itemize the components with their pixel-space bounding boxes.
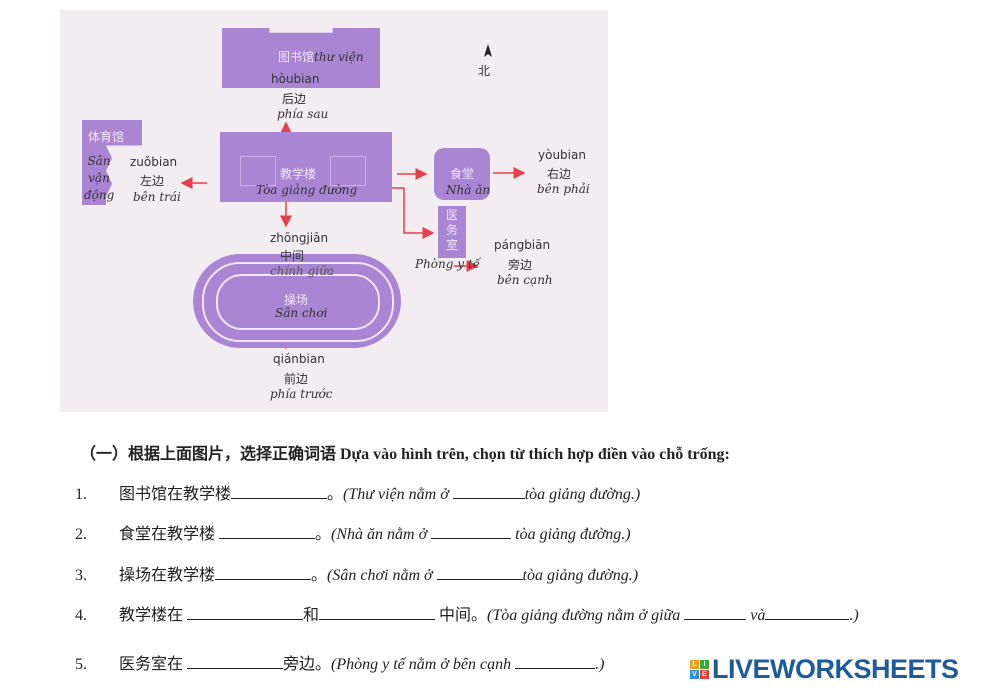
window-left <box>240 156 276 186</box>
question-zh: 医务室在 <box>119 656 188 673</box>
question-1: 1. 图书馆在教学楼 。(Thư viện nằm ở tòa giảng đườn… <box>75 480 640 504</box>
answer-blank-zh[interactable] <box>219 524 316 539</box>
right-pinyin: yòubian <box>538 148 586 162</box>
logo-text: LIVEWORKSHEETS <box>712 654 959 684</box>
question-vi-end: .) <box>849 607 859 624</box>
clinic-zh: 医务室 <box>445 208 458 252</box>
clinic-vi: Phòng y tế <box>415 257 481 271</box>
front-zh: 前边 <box>284 372 309 386</box>
question-vi-end: tòa giảng đường.) <box>524 486 641 503</box>
canteen-building <box>434 148 490 200</box>
back-pinyin: hòubian <box>271 72 320 86</box>
question-zh-mid: 和 <box>303 607 320 624</box>
teaching-vi: Tòa giảng đường <box>256 183 358 197</box>
punct: 。 <box>311 567 328 584</box>
school-map: 图书馆thư viện 北 hòubian 后边 phía sau 体育馆 Sâ… <box>60 10 608 412</box>
teaching-zh: 教学楼 <box>280 167 317 181</box>
answer-blank-vi-1[interactable] <box>684 605 747 620</box>
library-zh: 图书馆 <box>278 50 315 64</box>
question-4: 4.教学楼在 和 中间。(Tòa giảng đường nằm ở giữa … <box>75 601 859 625</box>
beside-vi: bên cạnh <box>497 273 553 287</box>
question-zh: 食堂在教学楼 <box>119 526 220 543</box>
question-number: 2. <box>75 526 87 543</box>
logo-letter: E <box>700 670 709 679</box>
question-number: 1. <box>75 486 87 503</box>
back-vi: phía sau <box>277 107 329 121</box>
question-2: 2. 食堂在教学楼 。(Nhà ăn nằm ở tòa giảng đường.… <box>75 520 631 544</box>
question-zh: 图书馆在教学楼 <box>119 486 232 503</box>
teaching-building <box>220 132 392 202</box>
middle-zh: 中间 <box>280 249 305 263</box>
punct: 。 <box>315 526 332 543</box>
library-vi: thư viện <box>314 50 364 64</box>
question-vi: (Sân chơi nằm ở <box>327 567 437 584</box>
question-vi-end: tòa giảng đường.) <box>511 526 631 543</box>
playground-vi: Sân chơi <box>275 306 328 320</box>
left-zh: 左边 <box>140 174 165 188</box>
left-vi: bên trái <box>133 190 181 204</box>
question-zh: 教学楼在 <box>119 607 188 624</box>
track-outer <box>202 262 394 342</box>
north-arrow-icon <box>484 44 492 57</box>
logo-letter: V <box>690 670 699 679</box>
question-vi-end: tòa giảng đường.) <box>522 567 639 584</box>
track-inner <box>216 274 380 330</box>
left-pinyin: zuǒbian <box>130 155 178 169</box>
punct: 。 <box>327 486 344 503</box>
window-right <box>330 156 366 186</box>
gym-vi: Sân vận động <box>84 154 115 202</box>
right-vi: bên phải <box>537 182 590 196</box>
front-pinyin: qiánbian <box>273 352 325 366</box>
clinic-building <box>438 206 466 258</box>
logo-letter: L <box>690 660 699 669</box>
north-label: 北 <box>478 64 491 78</box>
back-zh: 后边 <box>282 92 307 106</box>
playground-zh: 操场 <box>284 293 309 307</box>
question-number: 5. <box>75 656 87 673</box>
middle-pinyin: zhōngjiān <box>270 231 329 245</box>
question-number: 4. <box>75 607 87 624</box>
answer-blank-vi[interactable] <box>436 565 523 580</box>
answer-blank-vi[interactable] <box>452 484 525 499</box>
question-zh: 操场在教学楼 <box>119 567 216 584</box>
question-vi-mid: và <box>746 607 766 624</box>
question-vi: (Thư viện nằm ở <box>343 486 453 503</box>
right-zh: 右边 <box>547 167 572 181</box>
question-vi: (Phòng y tế nằm ở bên cạnh <box>331 656 516 673</box>
question-vi: (Tòa giảng đường nằm ở giữa <box>487 607 685 624</box>
answer-blank-vi[interactable] <box>515 654 596 669</box>
question-zh-end: 中间。 <box>435 607 488 624</box>
answer-blank-zh-1[interactable] <box>187 605 304 620</box>
answer-blank-zh[interactable] <box>231 484 328 499</box>
question-vi-end: .) <box>595 656 605 673</box>
question-zh-end: 旁边。 <box>283 656 332 673</box>
question-vi: (Nhà ăn nằm ở <box>331 526 432 543</box>
canteen-zh: 食堂 <box>450 167 475 181</box>
library-building <box>222 28 380 88</box>
answer-blank-zh-2[interactable] <box>319 605 436 620</box>
answer-blank-zh[interactable] <box>215 565 312 580</box>
question-number: 3. <box>75 567 87 584</box>
middle-vi: chính giữa <box>270 264 334 278</box>
question-3: 3. 操场在教学楼 。(Sân chơi nằm ở tòa giảng đường… <box>75 561 638 585</box>
canteen-vi: Nhà ăn <box>446 183 491 197</box>
exercise-heading: （一）根据上面图片，选择正确词语 Dựa vào hình trên, chọn… <box>80 446 730 463</box>
gym-zh: 体育馆 <box>88 130 125 144</box>
question-5: 5. 医务室在 旁边。(Phòng y tế nằm ở bên cạnh .) <box>75 650 604 674</box>
arrow-clinic <box>382 187 435 239</box>
front-vi: phía trước <box>270 387 333 401</box>
beside-zh: 旁边 <box>508 258 533 272</box>
answer-blank-zh[interactable] <box>187 654 284 669</box>
answer-blank-vi[interactable] <box>431 524 512 539</box>
answer-blank-vi-2[interactable] <box>765 605 850 620</box>
logo-letter: I <box>700 660 709 669</box>
beside-pinyin: pángbiān <box>494 238 551 252</box>
